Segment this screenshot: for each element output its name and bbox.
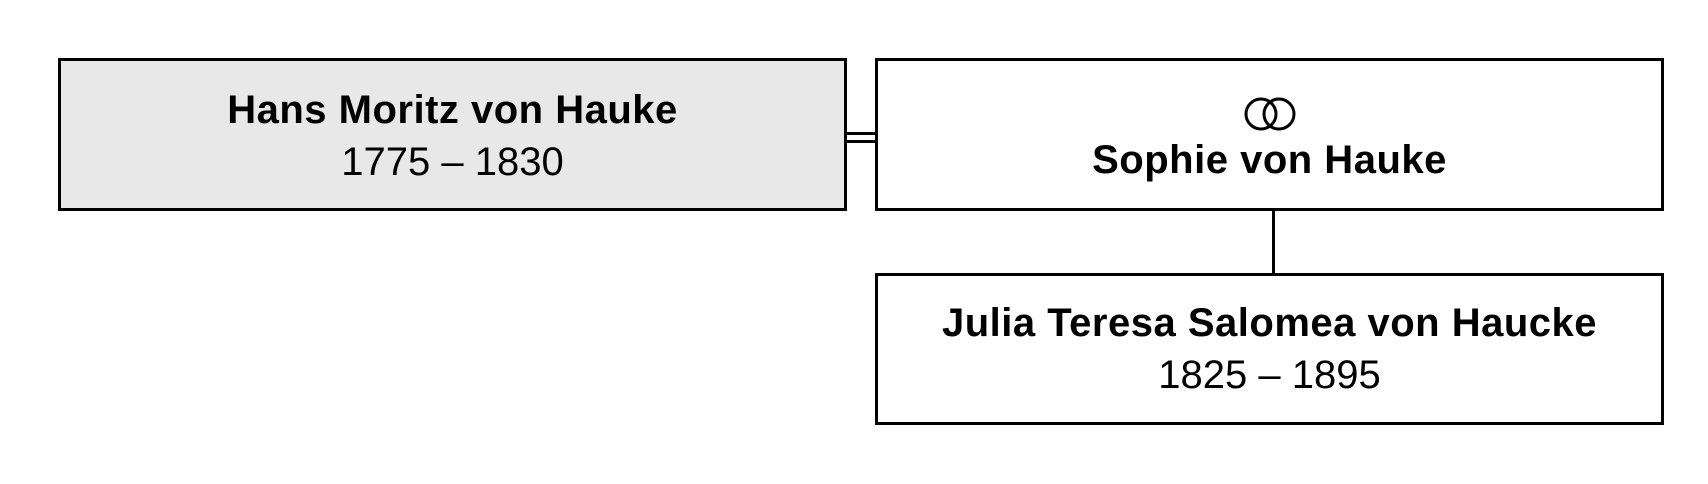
person-box-julia-teresa-salomea-von-haucke: Julia Teresa Salomea von Haucke 1825 – 1…	[875, 273, 1664, 425]
person-dates: 1825 – 1895	[1158, 353, 1381, 397]
person-box-sophie-von-hauke: Sophie von Hauke	[875, 58, 1664, 211]
wedding-rings-icon	[1244, 97, 1295, 130]
descendant-connector-line	[1272, 211, 1275, 273]
person-name: Hans Moritz von Hauke	[227, 87, 678, 132]
person-name: Julia Teresa Salomea von Haucke	[941, 301, 1598, 345]
person-box-hans-moritz-von-hauke: Hans Moritz von Hauke 1775 – 1830	[58, 58, 847, 211]
marriage-connector-line-top	[847, 132, 875, 135]
person-name: Sophie von Hauke	[1092, 137, 1447, 182]
person-dates: 1775 – 1830	[341, 139, 564, 184]
marriage-connector-line-bottom	[847, 140, 875, 143]
